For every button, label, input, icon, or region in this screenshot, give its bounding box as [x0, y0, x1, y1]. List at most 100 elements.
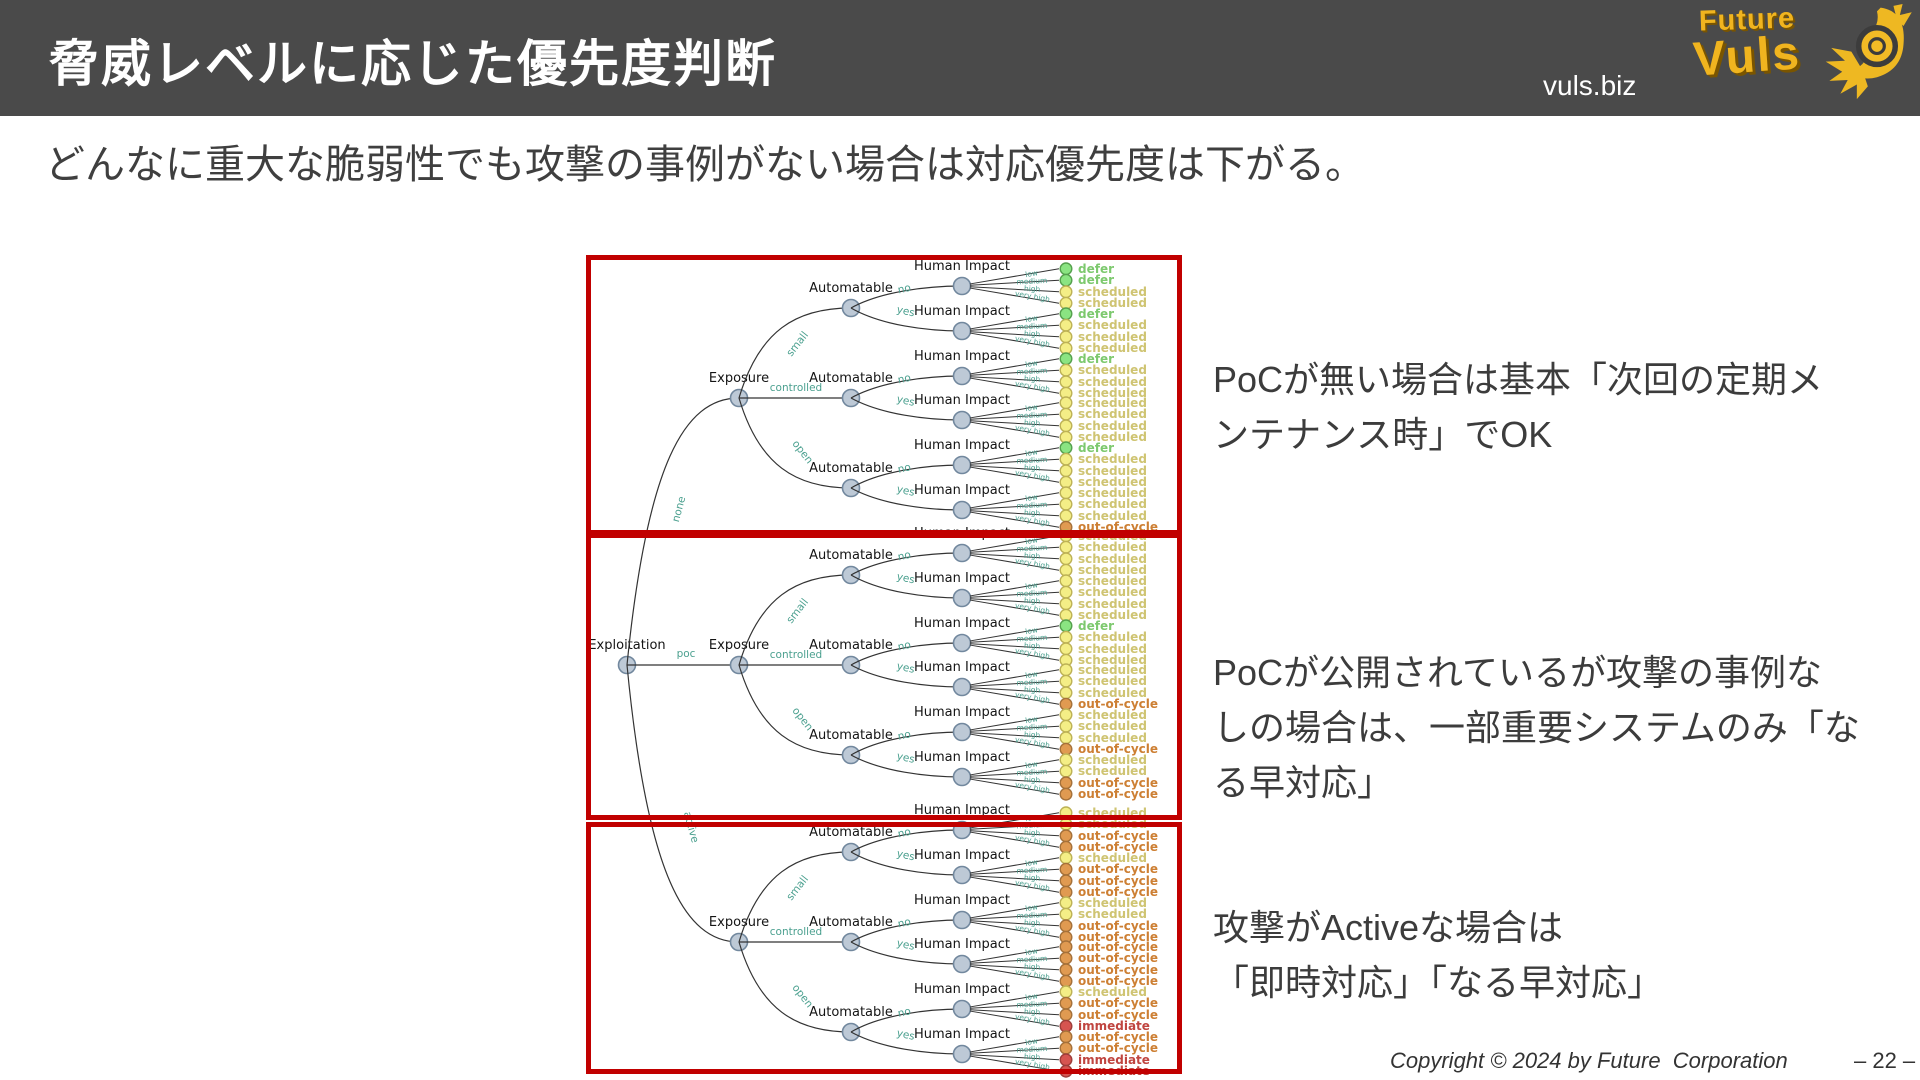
- tree-edge: [969, 279, 1060, 286]
- tree-edge: [850, 919, 963, 943]
- decision-dot-out-of-cycle: [1059, 974, 1073, 988]
- decision-label-scheduled: scheduled: [1078, 430, 1147, 444]
- decision-dot-scheduled: [1059, 851, 1073, 865]
- human-impact-label: Human Impact: [914, 349, 1010, 364]
- human-impact-label: Human Impact: [914, 526, 1010, 541]
- decision-label-out-of-cycle: out-of-cycle: [1078, 996, 1158, 1010]
- tree-edge: [969, 965, 1060, 982]
- decision-label-out-of-cycle: out-of-cycle: [1078, 862, 1158, 876]
- human-impact-node: [952, 865, 972, 885]
- decision-dot-out-of-cycle: [1059, 1041, 1073, 1055]
- tree-edge: [969, 957, 1060, 964]
- tree-edge: [969, 732, 1060, 739]
- tree-edge: [738, 851, 852, 943]
- branch-label-yes: yes: [895, 750, 915, 766]
- decision-label-scheduled: scheduled: [1078, 464, 1147, 478]
- automatable-label: Automatable: [809, 371, 893, 386]
- tree-edge: [969, 831, 1060, 848]
- tree-edge: [969, 714, 1060, 731]
- automatable-label: Automatable: [809, 461, 893, 476]
- tree-edge: [969, 377, 1060, 394]
- tree-edge: [969, 503, 1060, 510]
- branch-label-high: high: [1024, 918, 1041, 928]
- vuls-mascot-icon: [1825, 4, 1912, 100]
- branch-label-no: no: [897, 461, 912, 476]
- tree-edge: [969, 413, 1060, 420]
- decision-dot-scheduled: [1059, 731, 1073, 745]
- branch-label-poc: poc: [677, 648, 696, 660]
- decision-label-out-of-cycle: out-of-cycle: [1078, 930, 1158, 944]
- tree-edge: [738, 941, 852, 1033]
- decision-dot-out-of-cycle: [1059, 919, 1073, 933]
- branch-label-high: high: [1024, 508, 1041, 518]
- decision-label-out-of-cycle: out-of-cycle: [1078, 1008, 1158, 1022]
- tree-edge: [969, 286, 1060, 293]
- decision-dot-scheduled: [1059, 341, 1073, 355]
- human-impact-node: [952, 321, 972, 341]
- decision-label-defer: defer: [1078, 262, 1114, 276]
- human-impact-label: Human Impact: [914, 750, 1010, 765]
- decision-label-defer: defer: [1078, 352, 1114, 366]
- branch-label-no: no: [897, 639, 912, 654]
- decision-dot-out-of-cycle: [1059, 829, 1073, 843]
- tree-edge: [969, 669, 1060, 686]
- automatable-label: Automatable: [809, 548, 893, 563]
- branch-label-low: low: [1024, 991, 1038, 1002]
- ssvc-decision-tree: ExploitationnoneExposuresmallAutomatable…: [588, 259, 1158, 1078]
- annotation-line: る早対応」: [1213, 762, 1394, 803]
- decision-label-scheduled: scheduled: [1078, 753, 1147, 767]
- decision-label-scheduled: scheduled: [1078, 663, 1147, 677]
- decision-dot-out-of-cycle: [1059, 885, 1073, 899]
- tree-edge: [969, 599, 1060, 616]
- human-impact-node: [952, 543, 972, 563]
- tree-edge: [850, 829, 963, 853]
- automatable-label: Automatable: [809, 915, 893, 930]
- decision-label-scheduled: scheduled: [1078, 764, 1147, 778]
- decision-dot-out-of-cycle: [1059, 1008, 1073, 1022]
- human-impact-label: Human Impact: [914, 803, 1010, 818]
- branch-label-yes: yes: [895, 571, 915, 587]
- human-impact-node: [952, 954, 972, 974]
- decision-label-scheduled: scheduled: [1078, 985, 1147, 999]
- tree-edge: [969, 546, 1060, 553]
- tree-edge: [969, 875, 1060, 882]
- decision-dot-scheduled: [1059, 764, 1073, 778]
- decision-dot-scheduled: [1059, 630, 1073, 644]
- decision-dot-scheduled: [1059, 475, 1073, 489]
- branch-label-small: small: [784, 596, 811, 625]
- tree-edge: [969, 466, 1060, 483]
- decision-dot-scheduled: [1059, 896, 1073, 910]
- tree-edge: [969, 511, 1060, 528]
- tree-edge: [850, 574, 963, 599]
- branch-label-medium: medium: [1016, 999, 1047, 1010]
- human-impact-label: Human Impact: [914, 660, 1010, 675]
- branch-label-no: no: [897, 282, 912, 297]
- branch-label-low: low: [1024, 447, 1038, 458]
- branch-label-no: no: [897, 1005, 912, 1020]
- decision-label-scheduled: scheduled: [1078, 509, 1147, 523]
- decision-label-immediate: immediate: [1078, 1053, 1150, 1067]
- decision-dot-scheduled: [1059, 419, 1073, 433]
- decision-dot-scheduled: [1059, 464, 1073, 478]
- tree-edge: [969, 1054, 1060, 1061]
- tree-edge: [969, 857, 1060, 874]
- decision-label-scheduled: scheduled: [1078, 552, 1147, 566]
- header-bar: 脅威レベルに応じた優先度判断 vuls.biz Future Vuls: [0, 0, 1920, 116]
- decision-label-out-of-cycle: out-of-cycle: [1078, 963, 1158, 977]
- tree-edge: [969, 1036, 1060, 1053]
- human-impact-node: [952, 500, 972, 520]
- decision-label-out-of-cycle: out-of-cycle: [1078, 1041, 1158, 1055]
- branch-label-yes: yes: [895, 483, 915, 499]
- decision-label-scheduled: scheduled: [1078, 719, 1147, 733]
- branch-label-no: no: [897, 549, 912, 564]
- decision-label-out-of-cycle: out-of-cycle: [1078, 697, 1158, 711]
- decision-dot-scheduled: [1059, 375, 1073, 389]
- tree-edge: [969, 770, 1060, 777]
- decision-label-scheduled: scheduled: [1078, 363, 1147, 377]
- decision-dot-scheduled: [1059, 574, 1073, 588]
- branch-label-high: high: [1024, 463, 1041, 473]
- annotation-line: PoCが無い場合は基本「次回の定期メ: [1213, 359, 1824, 400]
- tree-edge: [969, 324, 1060, 331]
- branch-label-low: low: [1024, 902, 1038, 913]
- branch-label-small: small: [784, 873, 811, 902]
